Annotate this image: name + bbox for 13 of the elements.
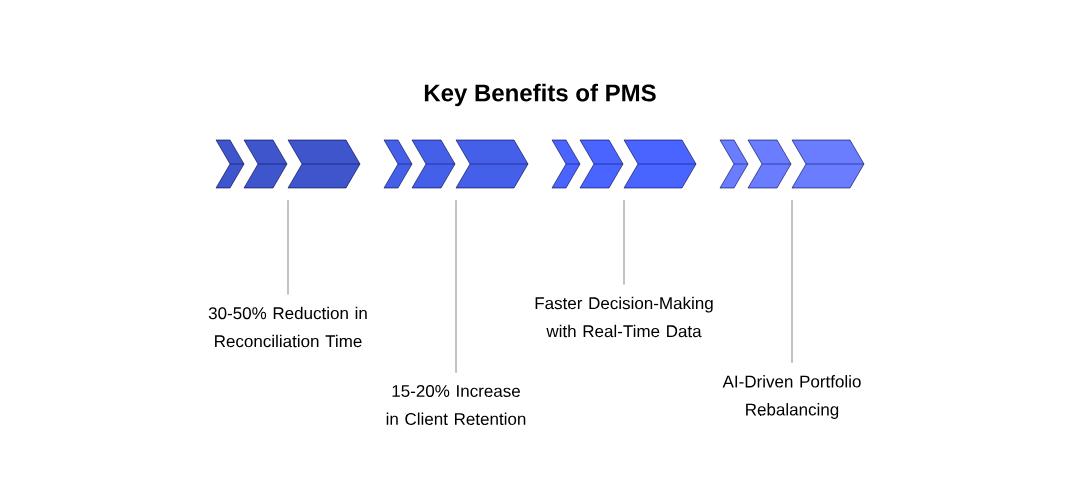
benefit-label: 30-50% Reduction in Reconciliation Time: [208, 306, 367, 348]
benefit-label: AI-Driven Portfolio Rebalancing: [722, 375, 861, 419]
leader-line: [455, 199, 457, 374]
leader-line: [623, 199, 625, 285]
benefit-label: Faster Decision-Making with Real-Time Data: [535, 296, 713, 338]
leader-line: [287, 199, 289, 295]
chevron-arrow-group: [719, 139, 865, 189]
chevron-arrow-group: [551, 139, 697, 189]
title: Key Benefits of PMS: [424, 83, 656, 107]
chevron-arrow-group: [215, 139, 361, 189]
chevron-arrow-group: [383, 139, 529, 189]
benefit-label: 15-20% Increase in Client Retention: [386, 384, 526, 425]
leader-line: [791, 199, 793, 364]
